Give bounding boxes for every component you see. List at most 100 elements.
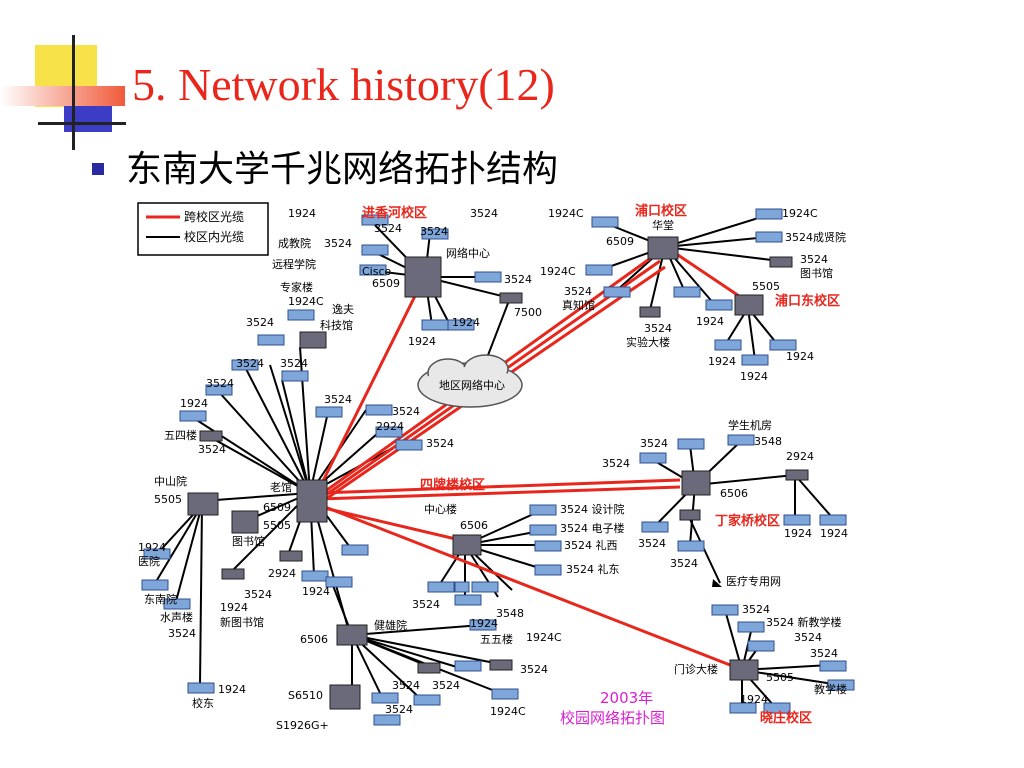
legend-label: 跨校区光缆 (184, 209, 244, 224)
switch-icon (729, 659, 759, 681)
device-label: 医院 (138, 554, 160, 568)
switch-icon (681, 470, 711, 496)
device-label: 3524 (412, 598, 440, 611)
campus-label: 丁家桥校区 (715, 513, 780, 529)
device-label: 3524 (794, 631, 822, 644)
device-label: 3524 (520, 663, 548, 676)
device-label: 1924 (288, 207, 316, 220)
device-label: 3524 (374, 222, 402, 235)
slide-bullet-text: 东南大学千兆网络拓扑结构 (126, 149, 559, 190)
device-label: 网络中心 (446, 246, 490, 260)
device-label: 3548 (754, 435, 782, 448)
device-label: 3524 (644, 322, 672, 335)
arrow-icon (712, 579, 722, 587)
device-label: 1924 (218, 683, 246, 696)
campus-label: 四牌楼校区 (420, 477, 485, 493)
device-label: 3524 (426, 437, 454, 450)
device-label: 门诊大楼 (674, 662, 718, 676)
device-label: 6506 (460, 519, 488, 532)
device-label: 专家楼 (280, 280, 313, 294)
network-topology-diagram: 跨校区光缆 校区内光缆 进香河校区 浦口校区 浦口东校区 四牌楼校区 丁家桥校区… (137, 202, 855, 732)
bullet-square-icon (92, 163, 104, 175)
deco-red-bar (0, 86, 125, 106)
device-label: 1924 (740, 370, 768, 383)
device-label: S6510 (288, 689, 323, 702)
device-label: 3524 新教学楼 (766, 615, 842, 629)
legend: 跨校区光缆 校区内光缆 (137, 202, 269, 256)
device-label: 3524 (244, 588, 272, 601)
device-label: 实验大楼 (626, 335, 670, 349)
device-label: 3524 (198, 443, 226, 456)
device-label: 3524 (206, 377, 234, 390)
device-label: 2924 (786, 450, 814, 463)
device-label: 3524 (470, 207, 498, 220)
device-label: 1924 (138, 541, 166, 554)
device-label: 5505 (263, 519, 291, 532)
device-label: 3524 (385, 703, 413, 716)
switch-icon (296, 479, 328, 523)
slide-title: 5. Network history(12) (132, 59, 555, 110)
device-label: 图书馆 (232, 534, 265, 548)
device-label: 水声楼 (160, 610, 193, 624)
device-label: 1924C (548, 207, 584, 220)
device-label: 3524 (810, 647, 838, 660)
switch-icon (499, 292, 523, 304)
device-label: 中山院 (154, 474, 187, 488)
switch-icon (785, 469, 809, 481)
device-label: 1924 (302, 585, 330, 598)
device-label: 7500 (514, 306, 542, 319)
device-label: 新图书馆 (220, 615, 264, 629)
device-label: Cisco (362, 265, 392, 278)
switch-icon (489, 659, 513, 671)
switch-icon (734, 294, 764, 316)
campus-label: 浦口东校区 (775, 293, 840, 309)
device-label: 3524 (742, 603, 770, 616)
switch-icon (299, 331, 327, 349)
device-label: 1924 (180, 397, 208, 410)
device-label: 1924C (540, 265, 576, 278)
device-label: 2924 (376, 420, 404, 433)
switch-icon (679, 509, 701, 521)
access-switches (141, 208, 855, 726)
device-label: 3524 (640, 437, 668, 450)
device-label: 5505 (766, 671, 794, 684)
device-label: 校东 (192, 696, 214, 710)
switch-icon (221, 568, 245, 580)
switch-icon (329, 684, 361, 710)
device-label: 1924 (408, 335, 436, 348)
device-label: 中心楼 (424, 502, 457, 516)
device-label: 医疗专用网 (726, 574, 781, 588)
device-label: 老馆 (270, 480, 292, 494)
device-label: 3524 (432, 679, 460, 692)
switch-icon (452, 534, 482, 556)
device-label: 学生机房 (728, 418, 772, 432)
device-label: 教学楼 (814, 682, 847, 696)
deco-vertical-line (72, 35, 75, 150)
device-label: 1924 (786, 350, 814, 363)
device-label: 5505 (154, 493, 182, 506)
device-label: 3524 (564, 285, 592, 298)
switch-icon (417, 662, 441, 674)
device-label: 3524 礼西 (564, 538, 618, 552)
switch-icon (639, 306, 661, 318)
device-label: 3524 (670, 557, 698, 570)
device-label: 成教院 (278, 236, 311, 250)
device-label: 6509 (606, 235, 634, 248)
device-label: 图书馆 (800, 266, 833, 280)
device-label: 3524 (324, 393, 352, 406)
device-label: 3524 (800, 253, 828, 266)
device-label: 远程学院 (272, 257, 316, 271)
device-label: 1924 (708, 355, 736, 368)
device-label: 3524 (602, 457, 630, 470)
device-label: 3524 (168, 627, 196, 640)
device-label: 1924 (740, 693, 768, 706)
switch-icon (647, 236, 679, 260)
diagram-caption-year: 2003年 (600, 689, 653, 707)
campus-label: 浦口校区 (635, 203, 687, 219)
device-label: 地区网络中心 (439, 378, 505, 392)
device-label: 3524 (392, 405, 420, 418)
device-label: 华堂 (652, 218, 674, 232)
switch-icon (279, 550, 303, 562)
device-label: 1924 (470, 617, 498, 630)
diagram-caption: 校园网络拓扑图 (560, 709, 665, 727)
